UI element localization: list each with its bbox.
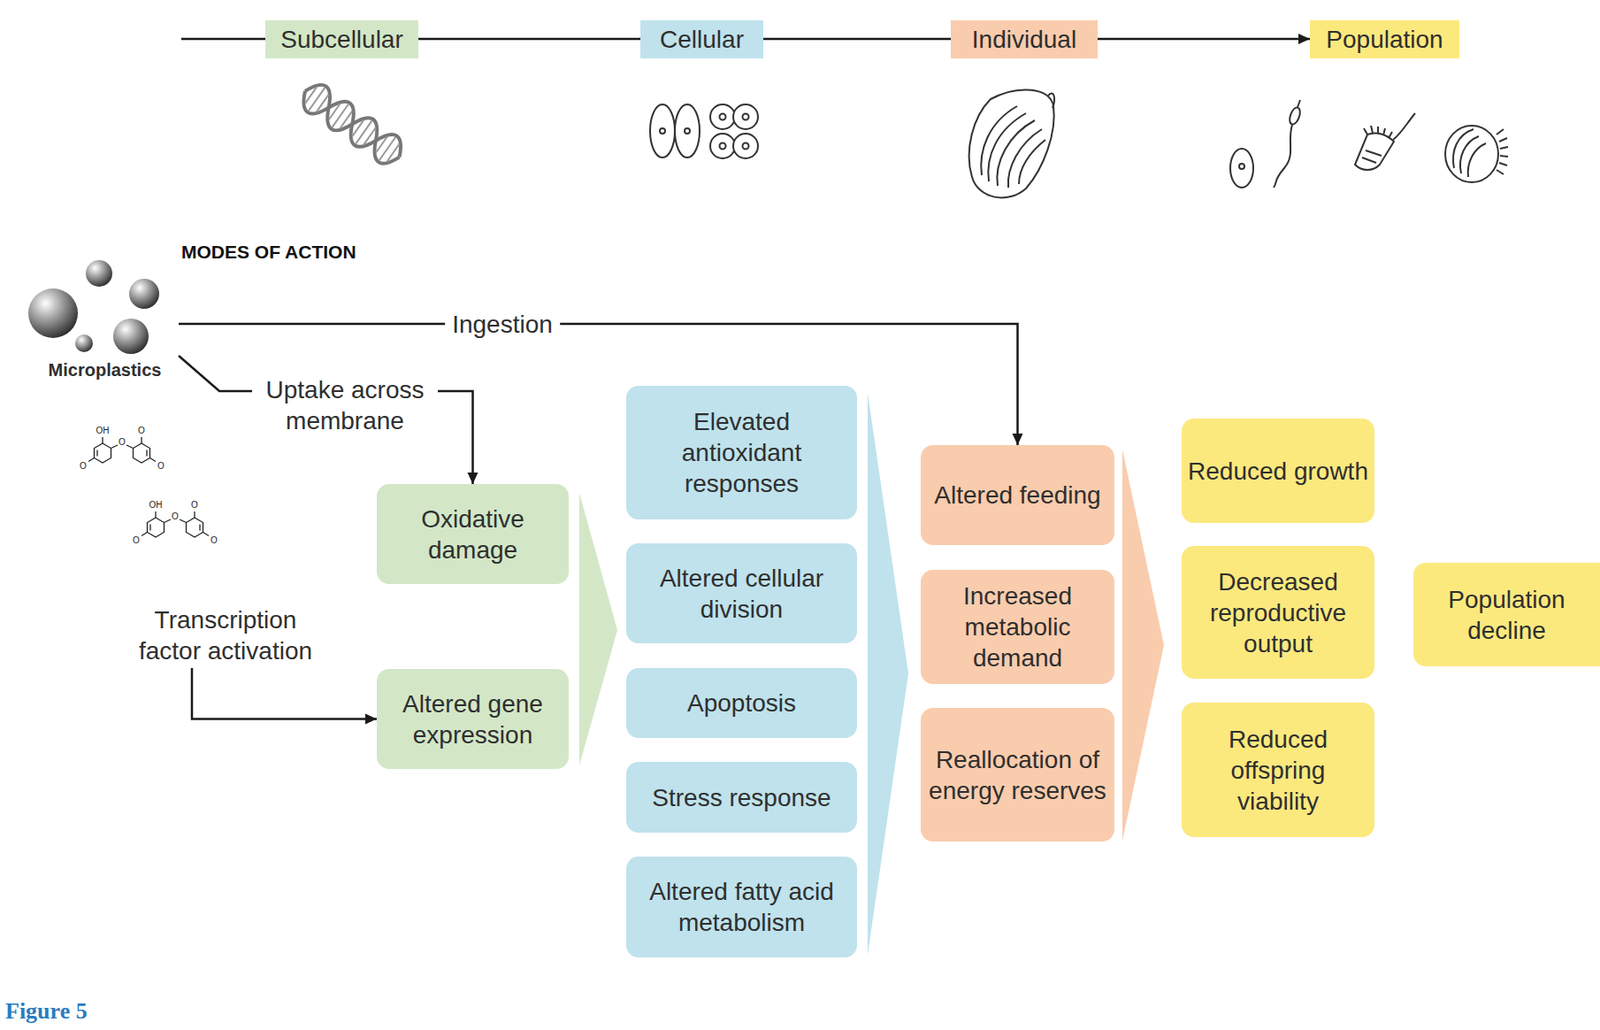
box-text: Individual bbox=[972, 23, 1077, 55]
box-text: Increased metabolic demand bbox=[926, 580, 1110, 674]
connector-arrow bbox=[763, 38, 951, 41]
chem-atom: O bbox=[79, 461, 87, 471]
level-label: Population bbox=[1309, 20, 1460, 59]
timeline-start bbox=[181, 38, 266, 41]
chem-atom: O bbox=[132, 535, 140, 545]
box-text: Reallocation of energy reserves bbox=[926, 743, 1110, 806]
effect-box: Decreased reproductive output bbox=[1181, 545, 1375, 679]
box-text: Altered gene expression bbox=[382, 688, 564, 751]
box-text: Population decline bbox=[1418, 583, 1595, 646]
box-text: Oxidative damage bbox=[382, 503, 564, 566]
box-text: Subcellular bbox=[280, 23, 404, 55]
effect-box: Altered feeding bbox=[920, 444, 1115, 545]
effect-box: Apoptosis bbox=[626, 667, 858, 738]
effect-box: Oxidative damage bbox=[376, 483, 569, 584]
cells-icon bbox=[650, 104, 758, 159]
level-label: Individual bbox=[950, 20, 1098, 59]
level-label: Cellular bbox=[640, 20, 764, 59]
box-text: Transcription factor activation bbox=[122, 604, 329, 667]
chem-atom: OH bbox=[96, 426, 110, 436]
box-text: Altered feeding bbox=[933, 479, 1101, 511]
effect-box: Reallocation of energy reserves bbox=[920, 707, 1115, 842]
chem-atom: OH bbox=[149, 500, 163, 510]
connector-arrow bbox=[418, 38, 641, 41]
effect-box: Stress response bbox=[626, 761, 858, 833]
outcome-box: Population decline bbox=[1413, 562, 1600, 667]
level-label: Subcellular bbox=[265, 20, 419, 59]
section-heading: MODES OF ACTION bbox=[181, 242, 357, 261]
effect-box: Elevated antioxidant responses bbox=[626, 385, 858, 520]
effect-box: Altered cellular division bbox=[626, 543, 858, 644]
box-text: Decreased reproductive output bbox=[1186, 566, 1370, 659]
edge-label: Uptake across membrane bbox=[252, 374, 438, 437]
effect-box: Reduced offspring viability bbox=[1181, 702, 1375, 837]
chem-atom: O bbox=[118, 437, 126, 447]
box-text: Stress response bbox=[651, 781, 831, 813]
connector-arrow bbox=[178, 355, 474, 484]
level-chevron bbox=[1122, 449, 1164, 841]
population-icons bbox=[1230, 99, 1509, 188]
chemical-structure bbox=[88, 436, 156, 463]
chem-atom: O bbox=[191, 500, 199, 510]
effect-box: Reduced growth bbox=[1181, 418, 1375, 523]
oyster-icon bbox=[969, 90, 1055, 199]
pathway-label: Transcription factor activation bbox=[122, 602, 329, 668]
box-text: Reduced offspring viability bbox=[1186, 723, 1370, 817]
level-chevron bbox=[579, 492, 618, 766]
chem-atom: O bbox=[157, 461, 165, 471]
box-text: Population bbox=[1325, 23, 1443, 55]
box-text: Reduced growth bbox=[1187, 455, 1369, 487]
chemical-structure bbox=[141, 511, 209, 537]
box-text: Microplastics bbox=[48, 359, 162, 382]
box-text: Altered cellular division bbox=[631, 562, 852, 625]
effect-box: Altered gene expression bbox=[376, 668, 569, 769]
effect-box: Altered fatty acid metabolism bbox=[626, 856, 858, 957]
level-chevron bbox=[867, 392, 909, 955]
effect-box: Increased metabolic demand bbox=[920, 569, 1115, 684]
microplastic-spheres bbox=[28, 260, 160, 354]
chem-atom: O bbox=[210, 535, 218, 545]
box-text: Apoptosis bbox=[687, 687, 797, 719]
figure-caption: Figure 5 bbox=[5, 997, 88, 1025]
chem-atom: O bbox=[137, 426, 146, 436]
connector-arrow bbox=[178, 323, 1019, 445]
edge-label: Ingestion bbox=[444, 308, 560, 340]
connector-arrow bbox=[191, 667, 377, 720]
connector-arrow bbox=[1097, 38, 1310, 41]
source-label: Microplastics bbox=[30, 260, 179, 383]
box-text: Elevated antioxidant responses bbox=[631, 405, 852, 499]
box-text: Altered fatty acid metabolism bbox=[631, 875, 852, 938]
dna-icon bbox=[296, 77, 409, 170]
chem-atom: O bbox=[171, 512, 179, 521]
box-text: Cellular bbox=[659, 23, 744, 55]
